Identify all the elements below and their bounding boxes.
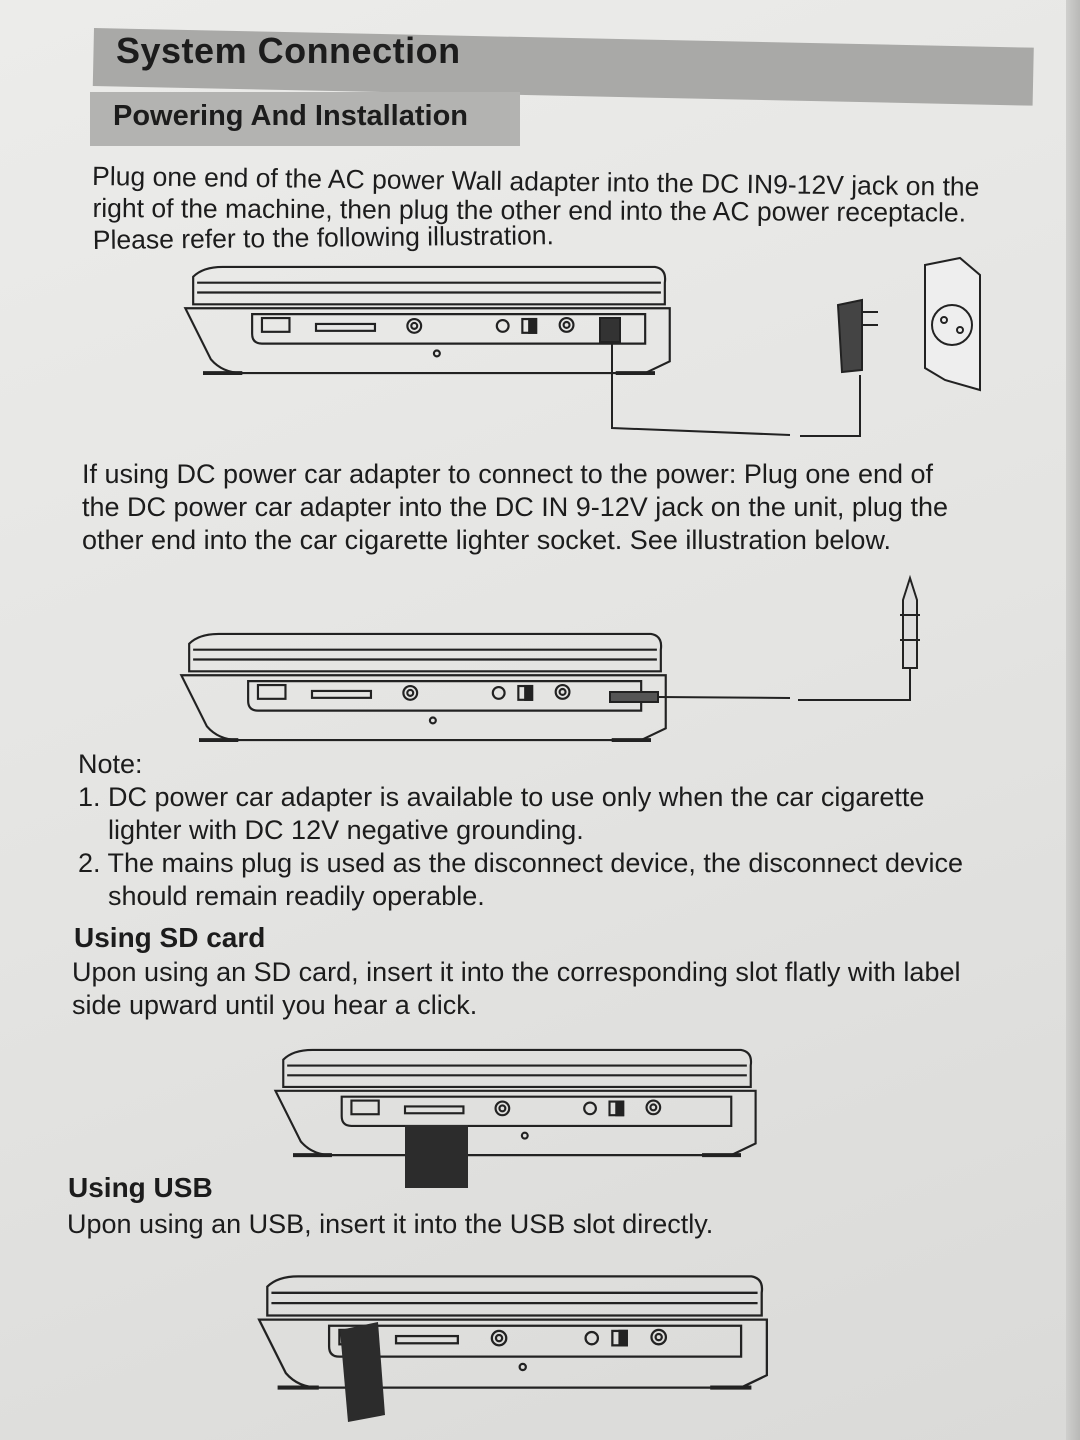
- text-line: the DC power car adapter into the DC IN …: [82, 492, 948, 522]
- text-line: other end into the car cigarette lighter…: [82, 525, 891, 555]
- page-edge: [1066, 0, 1080, 1440]
- sd-heading: Using SD card: [74, 922, 266, 953]
- dc-paragraph: If using DC power car adapter to connect…: [82, 458, 948, 557]
- note-block: Note: 1. DC power car adapter is availab…: [78, 748, 963, 913]
- text-line: Upon using an SD card, insert it into th…: [72, 957, 961, 987]
- usb-stick-image: [340, 1322, 385, 1422]
- ac-adapter-diagram: [599, 256, 981, 437]
- device-illustration-sd: [275, 1050, 755, 1155]
- text-line: Upon using an USB, insert it into the US…: [67, 1209, 714, 1239]
- text-line: side upward until you hear a click.: [72, 990, 478, 1020]
- sd-paragraph: Upon using an SD card, insert it into th…: [72, 956, 960, 1022]
- note-item: 1. DC power car adapter is available to …: [78, 782, 925, 812]
- device-illustration-dc: [179, 632, 668, 743]
- car-adapter-diagram: [609, 574, 920, 703]
- note-item: should remain readily operable.: [108, 881, 485, 911]
- note-label: Note:: [78, 749, 143, 779]
- usb-heading: Using USB: [68, 1172, 213, 1203]
- subtitle-bar: [90, 92, 520, 146]
- note-item: lighter with DC 12V negative grounding.: [108, 815, 584, 845]
- device-illustration-ac: [183, 265, 672, 376]
- page-title: System Connection: [116, 30, 461, 71]
- text-line: If using DC power car adapter to connect…: [82, 459, 934, 489]
- usb-paragraph: Upon using an USB, insert it into the US…: [67, 1208, 713, 1241]
- sd-card-image: [405, 1125, 468, 1188]
- device-illustration-usb: [259, 1276, 767, 1387]
- section-title: Powering And Installation: [113, 100, 468, 132]
- note-item: 2. The mains plug is used as the disconn…: [78, 848, 964, 878]
